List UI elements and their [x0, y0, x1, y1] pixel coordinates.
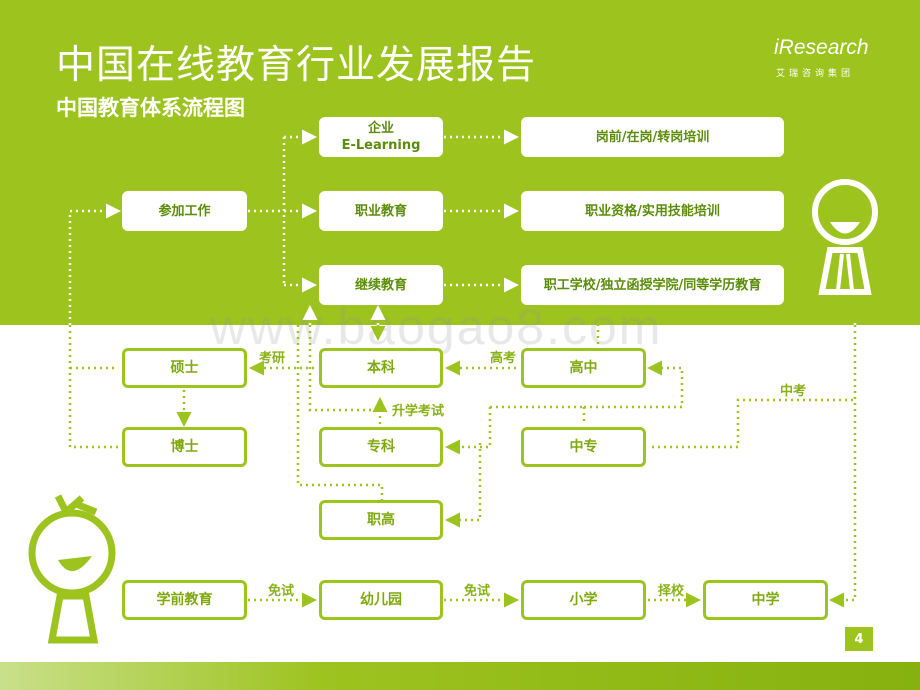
- label-upgrade-exam: 升学考试: [392, 404, 445, 419]
- label-gaokao: 高考: [490, 351, 517, 366]
- node-secondary-vocational: 中专: [521, 427, 646, 467]
- node-vocational-qualification: 职业资格/实用技能培训: [521, 191, 784, 231]
- node-junior-college: 专科: [319, 427, 443, 467]
- node-vocational-education: 职业教育: [319, 191, 443, 231]
- node-master: 硕士: [122, 348, 247, 388]
- node-vocational-high: 职高: [319, 500, 443, 540]
- node-bachelor: 本科: [319, 348, 443, 388]
- label-zhongkao: 中考: [780, 384, 807, 399]
- node-continuing-education: 继续教育: [319, 265, 443, 305]
- node-enterprise-label: 企业: [367, 121, 394, 136]
- node-kindergarten: 幼儿园: [319, 580, 443, 620]
- node-enterprise-elearning: 企业 E-Learning: [319, 117, 443, 157]
- node-middle-school: 中学: [703, 580, 828, 620]
- education-path-connectors: [68, 325, 857, 608]
- work-branch-connectors: [68, 129, 857, 325]
- watermark: www.baogao8.com: [210, 299, 663, 355]
- node-start-work: 参加工作: [122, 191, 247, 231]
- node-elearning-label: E-Learning: [341, 138, 421, 153]
- label-exempt-primary: 免试: [464, 584, 491, 599]
- node-continuing-detail: 职工学校/独立函授学院/同等学历教育: [521, 265, 784, 305]
- label-postgrad-exam: 考研: [259, 351, 286, 366]
- node-job-training: 岗前/在岗/转岗培训: [521, 117, 784, 157]
- node-preschool: 学前教育: [122, 580, 247, 620]
- footer-strip: [0, 662, 920, 690]
- node-primary-school: 小学: [521, 580, 646, 620]
- logo-tagline: 艾瑞咨询集团: [776, 69, 855, 79]
- logo-wordmark: iResearch: [774, 36, 869, 59]
- mascot-boy-icon: [812, 179, 878, 295]
- iresearch-logo: iResearch 艾瑞咨询集团: [774, 32, 870, 82]
- label-choose-school: 择校: [658, 584, 685, 599]
- mascot-girl-icon: [28, 494, 116, 644]
- label-exempt-kindergarten: 免试: [268, 584, 295, 599]
- diagram-title: 中国教育体系流程图: [56, 96, 245, 120]
- node-doctor: 博士: [122, 427, 247, 467]
- node-high-school: 高中: [521, 348, 646, 388]
- slide-title: 中国在线教育行业发展报告: [56, 43, 537, 88]
- page-number: 4: [845, 627, 873, 651]
